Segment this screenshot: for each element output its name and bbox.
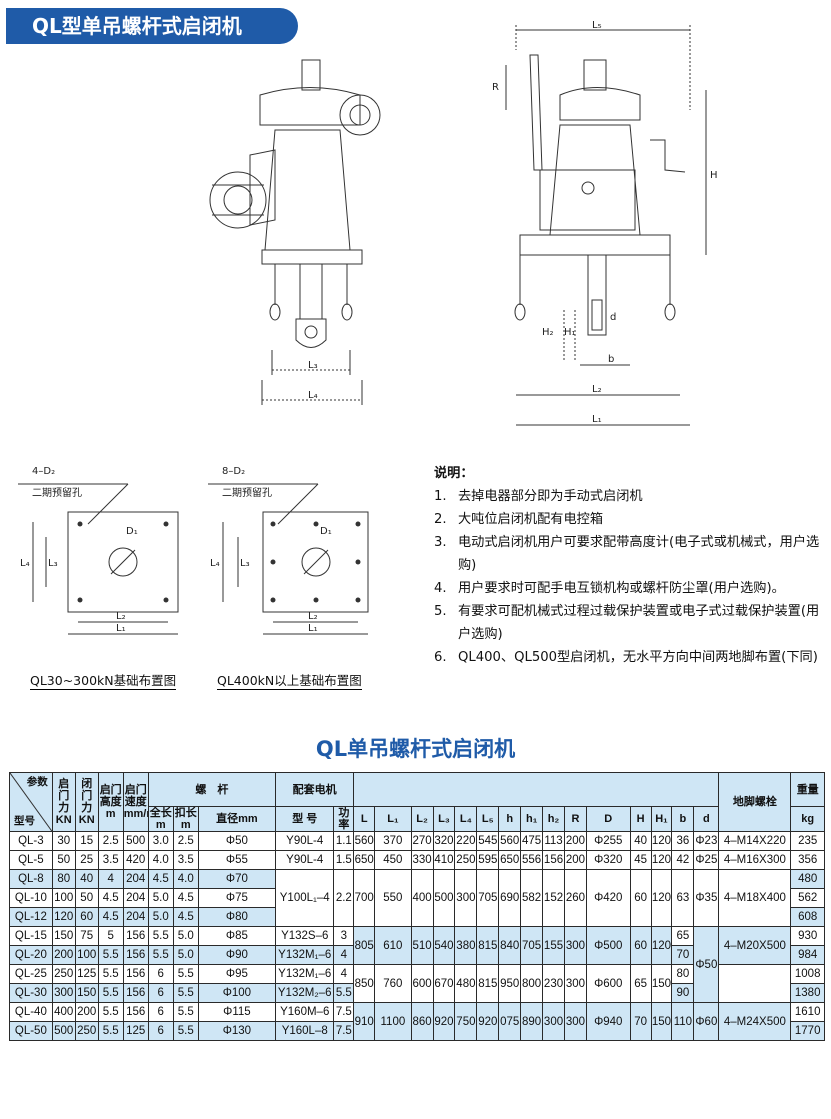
header-motor-model: 型 号 (275, 806, 335, 832)
foundation-left-l2: L₂ (116, 611, 126, 622)
foundation-right-d1: D₁ (320, 526, 332, 537)
foundation-left-caption: QL30~300kN基础布置图 (30, 673, 177, 690)
front-l3-label: L₃ (308, 360, 318, 371)
header-h1: h₁ (520, 806, 544, 832)
side-r-label: R (492, 82, 499, 93)
foundation-right-holes: 8–D₂ (222, 466, 245, 477)
header-D: D (585, 806, 631, 832)
side-h-label: H (710, 170, 718, 181)
header-h: h (498, 806, 522, 832)
notes-section: 说明： 1.去掉电器部分即为手动式启闭机 2.大吨位启闭机配有电控箱 3.电动式… (434, 462, 824, 669)
foundation-right-caption: QL400kN以上基础布置图 (217, 673, 362, 690)
front-l4-label: L₄ (308, 390, 318, 401)
header-power: 功率 (333, 806, 355, 832)
foundation-right-reserve: 二期预留孔 (222, 486, 272, 499)
header-L2: L₂ (410, 806, 434, 832)
note-item: 3.电动式启闭机用户可要求配带高度计(电子式或机械式，用户选购) (434, 535, 820, 573)
header-L3: L₃ (432, 806, 456, 832)
side-h2-label: H₂ (542, 327, 554, 338)
side-l5-label: L₅ (592, 20, 602, 31)
header-close-force: 闭门力KN (74, 772, 99, 832)
header-diameter: 直径mm (197, 806, 277, 832)
header-H1: H₁ (650, 806, 673, 832)
header-L4: L₄ (454, 806, 478, 832)
header-speed: 启门速度mm/min (122, 772, 149, 832)
header-param-model: 参数 型号 (9, 772, 53, 832)
foundation-right-drawing: 8–D₂ 二期预留孔 D₁ L₃ L₄ L₂ L₁ (208, 466, 369, 635)
header-h2: h₂ (542, 806, 565, 832)
foundation-right-l2: L₂ (308, 611, 318, 622)
side-l2-label: L₂ (592, 384, 602, 395)
foundation-left-holes: 4–D₂ (32, 466, 55, 477)
foundation-left-reserve: 二期预留孔 (32, 486, 82, 499)
foundation-right-l3: L₃ (240, 558, 250, 569)
header-d: d (693, 806, 720, 832)
header-screw: 螺 杆 (147, 772, 277, 807)
note-item: 2.大吨位启闭机配有电控箱 (434, 512, 604, 527)
header-open-force: 启门力KN (51, 772, 76, 832)
side-b-label: b (608, 354, 614, 365)
note-item: 4.用户要求时可配手电互锁机构或螺杆防尘罩(用户选购)。 (434, 581, 785, 596)
side-view-drawing: L₅ R H H₁ H₂ d b L₂ L₁ (492, 20, 718, 426)
front-view-drawing: L₃ L₄ (209, 59, 381, 405)
page-title: QL型单吊螺杆式启闭机 (6, 8, 298, 44)
empty-anchor-cell (718, 964, 792, 1003)
note-item: 1.去掉电器部分即为手动式启闭机 (434, 489, 643, 504)
foundation-left-l3: L₃ (48, 558, 58, 569)
header-L: L (353, 806, 376, 832)
header-clip-len: 扣长m (172, 806, 199, 832)
spec-table: 参数 型号 启门力KN 闭门力KN 启门高度m 启门速度mm/min 螺 杆 配… (9, 772, 825, 1041)
side-l1-label: L₁ (592, 414, 602, 425)
header-weight-unit: kg (790, 806, 825, 832)
header-b: b (671, 806, 695, 832)
side-h1-label: H₁ (564, 327, 576, 338)
notes-heading: 说明： (434, 466, 474, 481)
header-L1: L₁ (374, 806, 412, 832)
header-height: 启门高度m (97, 772, 124, 832)
side-d-label: d (610, 312, 616, 323)
header-anchor: 地脚螺栓 (718, 772, 792, 832)
foundation-left-l4: L₄ (20, 558, 30, 569)
header-L5: L₅ (476, 806, 500, 832)
header-full-len: 全长m (147, 806, 174, 832)
note-item: 5.有要求可配机械式过程过载保护装置或电子式过载保护装置(用户选购) (434, 604, 820, 642)
header-dimensions-blank (353, 772, 720, 807)
table-title: QL单吊螺杆式启闭机 (315, 737, 516, 761)
header-motor: 配套电机 (275, 772, 355, 807)
foundation-right-l1: L₁ (308, 623, 318, 634)
foundation-left-l1: L₁ (116, 623, 126, 634)
foundation-left-d1: D₁ (126, 526, 138, 537)
foundation-right-l4: L₄ (210, 558, 220, 569)
header-weight: 重量 (790, 772, 825, 807)
note-item: 6.QL400、QL500型启闭机，无水平方向中间两地脚布置(下同) (434, 650, 818, 665)
header-R: R (563, 806, 587, 832)
foundation-left-drawing: 4–D₂ 二期预留孔 D₁ L₃ L₄ L₂ L₁ (18, 466, 179, 635)
header-H: H (629, 806, 652, 832)
